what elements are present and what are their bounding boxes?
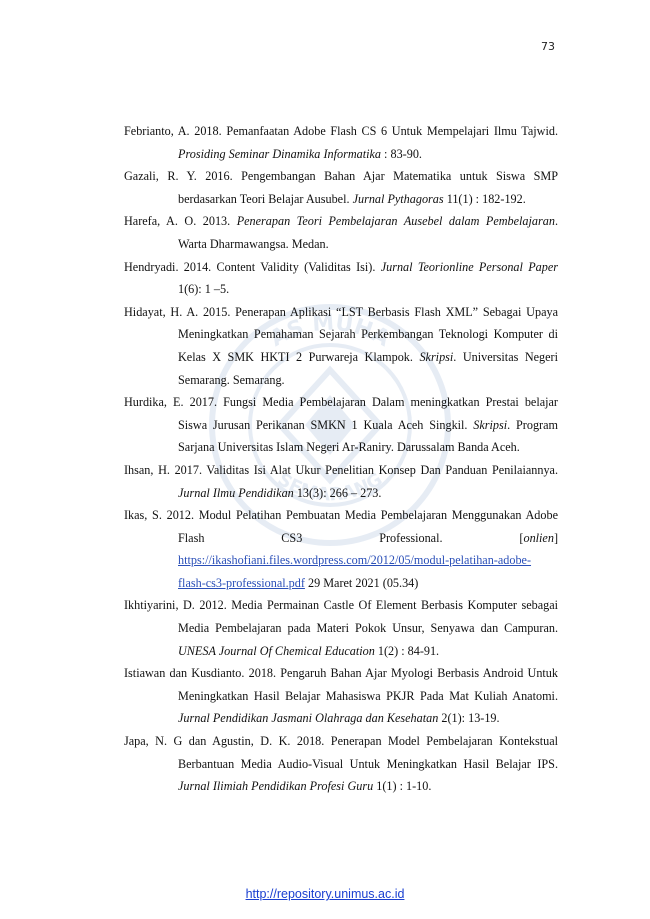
- reference-details: 1(6): 1 –5.: [178, 282, 230, 297]
- reference-entry: Hendryadi. 2014. Content Validity (Valid…: [124, 256, 558, 301]
- reference-text: Istiawan dan Kusdianto. 2018. Pengaruh B…: [124, 666, 558, 703]
- reference-source-title: Skripsi: [419, 349, 454, 364]
- reference-entry: Hidayat, H. A. 2015. Penerapan Aplikasi …: [124, 301, 558, 391]
- reference-text: Hidayat, H. A. 2015. Penerapan Aplikasi …: [124, 304, 558, 364]
- reference-details: 11(1) : 182-192.: [443, 191, 526, 206]
- reference-text: Ikas, S. 2012. Modul Pelatihan Pembuatan…: [124, 508, 558, 545]
- reference-entry: Harefa, A. O. 2013. Penerapan Teori Pemb…: [124, 210, 558, 255]
- reference-entry: Ikhtiyarini, D. 2012. Media Permainan Ca…: [124, 594, 558, 662]
- repository-link[interactable]: http://repository.unimus.ac.id: [245, 887, 405, 901]
- reference-source-title: Jurnal Teorionline Personal Paper: [380, 259, 558, 274]
- reference-entry: Febrianto, A. 2018. Pemanfaatan Adobe Fl…: [124, 120, 558, 165]
- reference-source-title: Jurnal Pythagoras: [352, 191, 444, 206]
- reference-details: . Program Sarjana Universitas Islam Nege…: [178, 417, 558, 455]
- reference-text: Japa, N. G dan Agustin, D. K. 2018. Pene…: [124, 734, 558, 771]
- reference-details: 1(2) : 84-91.: [374, 643, 440, 658]
- reference-details: . Universitas Negeri Semarang. Semarang.: [178, 349, 558, 387]
- reference-text: Harefa, A. O. 2013.: [124, 214, 237, 229]
- reference-source-title: UNESA Journal Of Chemical Education: [178, 643, 375, 658]
- reference-entry: Istiawan dan Kusdianto. 2018. Pengaruh B…: [124, 662, 558, 730]
- reference-text: Febrianto, A. 2018. Pemanfaatan Adobe Fl…: [124, 124, 558, 138]
- reference-source-title: Penerapan Teori Pembelajaran Ausebel dal…: [236, 214, 555, 229]
- page-number: 73: [541, 40, 555, 53]
- university-seal-watermark: AS MUHA SEMARANG: [209, 304, 451, 546]
- reference-source-title: Jurnal Pendidikan Jasmani Olahraga dan K…: [178, 711, 439, 726]
- reference-text: Hurdika, E. 2017. Fungsi Media Pembelaja…: [124, 395, 558, 432]
- reference-url-link[interactable]: https://ikashofiani.files.wordpress.com/…: [178, 553, 532, 590]
- reference-source-title: Prosiding Seminar Dinamika Informatika: [178, 146, 381, 161]
- reference-access-date: 29 Maret 2021 (05.34): [304, 575, 419, 590]
- reference-details: 1(1) : 1-10.: [373, 779, 432, 794]
- reference-details: 13(3): 266 – 273.: [293, 485, 382, 500]
- reference-source-title: Jurnal Ilimiah Pendidikan Profesi Guru: [178, 779, 374, 794]
- reference-list: Febrianto, A. 2018. Pemanfaatan Adobe Fl…: [124, 120, 558, 798]
- reference-details: 2(1): 13-19.: [438, 711, 500, 726]
- reference-text: Hendryadi. 2014. Content Validity (Valid…: [124, 259, 381, 274]
- reference-source-title: Jurnal Ilmu Pendidikan: [178, 485, 294, 500]
- reference-source-title: Skripsi: [473, 417, 508, 432]
- reference-entry: Japa, N. G dan Agustin, D. K. 2018. Pene…: [124, 730, 558, 798]
- page-footer: http://repository.unimus.ac.id: [0, 887, 650, 901]
- reference-entry: Ihsan, H. 2017. Validitas Isi Alat Ukur …: [124, 459, 558, 504]
- reference-details: : 83-90.: [381, 146, 422, 161]
- reference-text: Gazali, R. Y. 2016. Pengembangan Bahan A…: [124, 169, 558, 206]
- reference-entry: Hurdika, E. 2017. Fungsi Media Pembelaja…: [124, 391, 558, 459]
- reference-details: ]: [553, 530, 558, 545]
- reference-entry: Gazali, R. Y. 2016. Pengembangan Bahan A…: [124, 165, 558, 210]
- reference-entry: Ikas, S. 2012. Modul Pelatihan Pembuatan…: [124, 504, 558, 594]
- reference-source-title: onlien: [523, 530, 554, 545]
- reference-text: Ikhtiyarini, D. 2012. Media Permainan Ca…: [124, 598, 558, 636]
- reference-text: Ihsan, H. 2017. Validitas Isi Alat Ukur …: [124, 462, 558, 477]
- reference-details: . Warta Dharmawangsa. Medan.: [178, 214, 558, 251]
